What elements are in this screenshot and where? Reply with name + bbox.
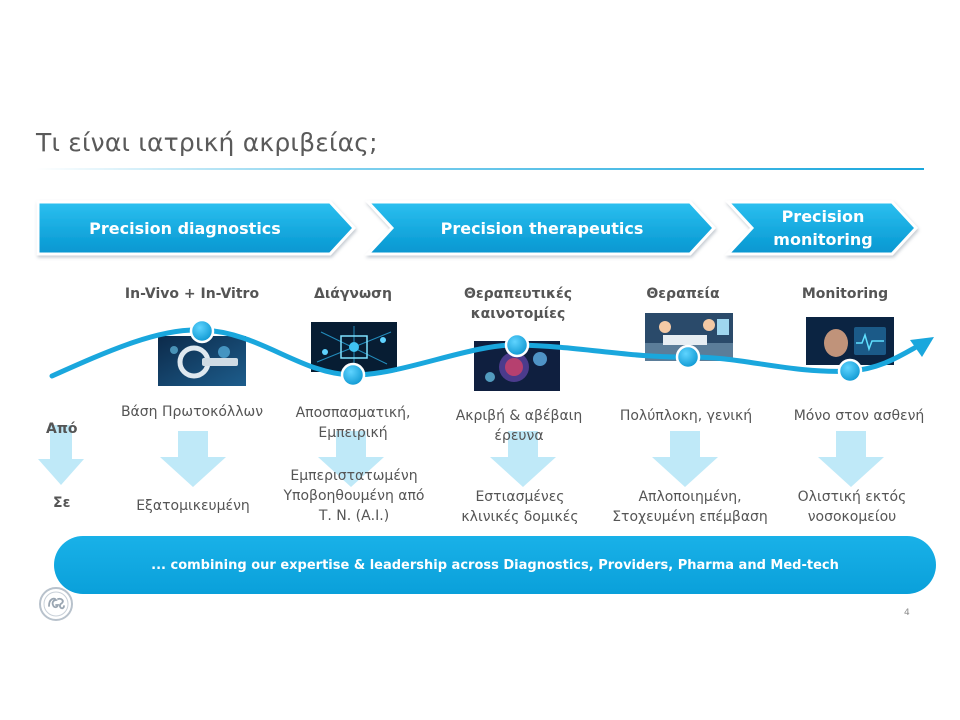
wave-node-monitoring (837, 358, 863, 384)
stage-chevrons (36, 200, 919, 256)
from-text-monitoring: Μόνο στον ασθενή (793, 408, 925, 424)
stage-label-monitoring: Precision monitoring (773, 207, 873, 249)
down-arrow-therapeutic (490, 431, 556, 487)
stage-chevron-therapeutics (364, 200, 717, 256)
column-heading-therapy: Θεραπεία (646, 286, 720, 302)
summary-banner-text: ... combining our expertise & leadership… (151, 557, 839, 573)
stage-label-diagnostics: Precision diagnostics (89, 218, 281, 238)
stage-chevron-diagnostics (36, 200, 357, 256)
title-rule (36, 168, 924, 170)
row-label-from: Από (46, 421, 78, 437)
down-arrow-invivo (160, 431, 226, 487)
column-heading-diagnosis: Διάγνωση (313, 286, 393, 302)
from-text-invivo: Βάση Πρωτοκόλλων (120, 404, 264, 420)
down-arrows (38, 425, 884, 487)
medical-scanner-image (158, 336, 246, 386)
to-text-therapeutic: Εστιασμένες κλινικές δομικές (461, 489, 579, 525)
to-text-therapy: Απλοποιημένη, Στοχευμένη επέμβαση (612, 489, 768, 525)
from-text-diagnosis: Αποσπασματική, Εμπειρική (295, 405, 411, 441)
slide-title: Τι είναι ιατρική ακριβείας; (36, 128, 378, 157)
wave-node-diagnosis (340, 362, 366, 388)
wave-node-invivo (189, 318, 215, 344)
stage-label-therapeutics: Precision therapeutics (440, 218, 644, 238)
ge-logo-icon (39, 587, 73, 621)
to-text-monitoring: Ολιστική εκτός νοσοκομείου (797, 489, 907, 525)
down-arrow-diagnosis (318, 431, 384, 487)
wave-node-therapeutic (504, 332, 530, 358)
wave-node-therapy (675, 344, 701, 370)
patient-monitoring-image (806, 317, 894, 365)
column-heading-monitoring: Monitoring (801, 286, 889, 302)
to-text-invivo: Εξατομικευμένη (136, 498, 250, 514)
wave-arrowhead (910, 337, 934, 357)
row-label-to: Σε (53, 495, 71, 511)
down-arrow-therapy (652, 431, 718, 487)
column-heading-therapeutic-innovation: Θεραπευτικές καινοτομίες (463, 286, 573, 322)
down-arrow-row (38, 425, 84, 485)
column-heading-invivo: In-Vivo + In-Vitro (124, 286, 260, 302)
from-text-therapy: Πολύπλοκη, γενική (619, 408, 753, 424)
summary-banner: ... combining our expertise & leadership… (54, 536, 936, 594)
stage-chevron-monitoring (724, 200, 919, 256)
down-arrow-monitoring (818, 431, 884, 487)
timeline-wave (49, 318, 934, 388)
to-text-diagnosis: Εμπεριστατωμένη Υποβοηθουμένη από Τ. Ν. … (283, 468, 425, 524)
from-text-therapeutic: Ακριβή & αβέβαιη έρευνα (455, 408, 583, 444)
page-number: 4 (904, 608, 910, 618)
